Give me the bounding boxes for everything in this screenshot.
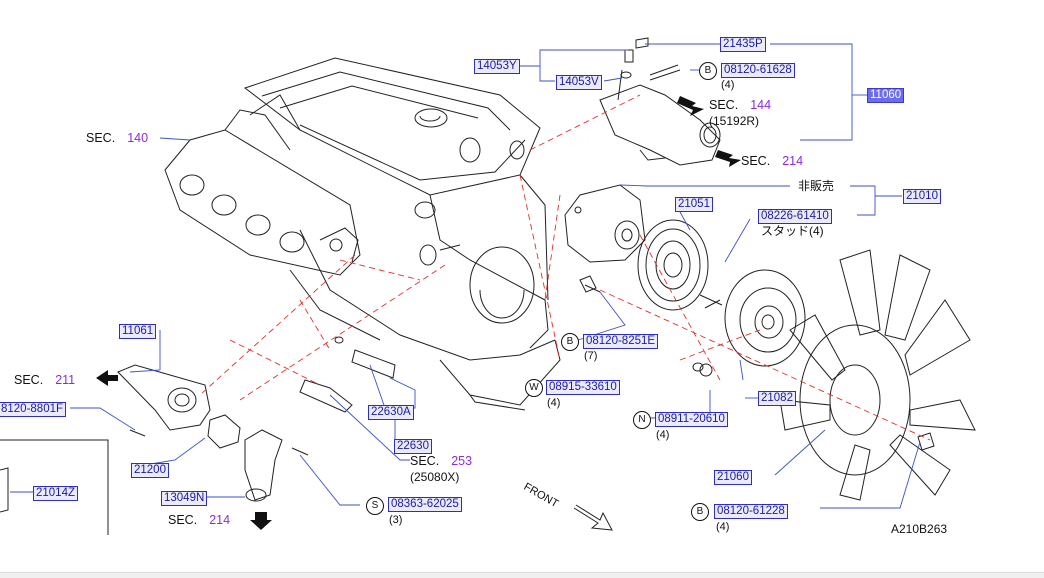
- section-140-link[interactable]: SEC.140: [86, 131, 149, 145]
- part-21014Z[interactable]: 21014Z: [33, 486, 79, 501]
- not-for-sale-label: 非販売: [798, 179, 835, 193]
- thermostat-housing-drawing: [599, 37, 721, 166]
- fan-clutch-drawing: [724, 269, 806, 367]
- qty-3: (3): [389, 514, 403, 526]
- part-08363-62025[interactable]: 08363-62025: [388, 497, 462, 512]
- part-21010[interactable]: 21010: [903, 189, 941, 204]
- section-214-link-bottom[interactable]: SEC.214: [168, 513, 231, 527]
- diagram-code: A210B263: [891, 522, 948, 536]
- hardware-drawing: [299, 299, 721, 413]
- assembly-lines: [199, 94, 931, 441]
- qty-7: (7): [584, 350, 598, 362]
- part-08120-61628[interactable]: 08120-61628: [721, 63, 795, 78]
- part-08226-61410[interactable]: 08226-61410: [758, 209, 832, 224]
- qty-4-a: (4): [721, 79, 735, 91]
- section-211-link[interactable]: SEC.211: [14, 373, 76, 387]
- part-21200[interactable]: 21200: [131, 463, 169, 478]
- part-22630A[interactable]: 22630A: [368, 405, 414, 420]
- water-pump-drawing: [564, 184, 646, 293]
- marker-n: N: [633, 411, 651, 429]
- part-11061[interactable]: 11061: [119, 324, 157, 339]
- part-21051[interactable]: 21051: [675, 197, 713, 212]
- marker-b-2: B: [561, 333, 579, 351]
- qty-4-d: (4): [716, 521, 730, 533]
- engine-block-drawing: [243, 57, 561, 411]
- part-08120-8251E[interactable]: 08120-8251E: [583, 334, 659, 349]
- part-22630[interactable]: 22630: [394, 439, 432, 454]
- part-21435P[interactable]: 21435P: [720, 37, 766, 52]
- marker-s: S: [366, 497, 384, 515]
- pulley-drawing: [637, 219, 723, 311]
- marker-b-1: B: [699, 62, 717, 80]
- part-21060[interactable]: 21060: [714, 470, 752, 485]
- part-08911-20610[interactable]: 08911-20610: [655, 412, 728, 427]
- intake-manifold-drawing: [164, 94, 361, 276]
- bottom-scroll-strip: [0, 572, 1044, 578]
- section-253-link[interactable]: SEC.253: [410, 454, 473, 468]
- marker-b-3: B: [691, 503, 709, 521]
- water-outlet-drawing: [0, 364, 309, 535]
- part-08120-61228[interactable]: 08120-61228: [714, 504, 788, 519]
- section-253-sub: (25080X): [410, 470, 460, 484]
- qty-4-c: (4): [656, 429, 670, 441]
- part-14053V[interactable]: 14053V: [556, 75, 602, 90]
- cooling-fan-drawing: [779, 249, 976, 501]
- section-214-link-top[interactable]: SEC.214: [741, 154, 804, 168]
- qty-4-b: (4): [547, 397, 561, 409]
- part-21082[interactable]: 21082: [758, 391, 796, 406]
- stud-qty-label: スタッド(4): [761, 224, 824, 238]
- leader-lines: [10, 43, 921, 509]
- direction-arrows: [96, 96, 741, 531]
- part-14053Y[interactable]: 14053Y: [474, 59, 520, 74]
- section-144-link[interactable]: SEC.144: [709, 98, 772, 112]
- part-08915-33610[interactable]: 08915-33610: [546, 380, 620, 395]
- part-08120-8801F[interactable]: 8120-8801F: [0, 402, 67, 417]
- marker-w: W: [525, 379, 543, 397]
- part-11060[interactable]: 11060: [867, 88, 905, 103]
- section-144-sub: (15192R): [709, 114, 760, 128]
- part-13049N[interactable]: 13049N: [161, 491, 208, 506]
